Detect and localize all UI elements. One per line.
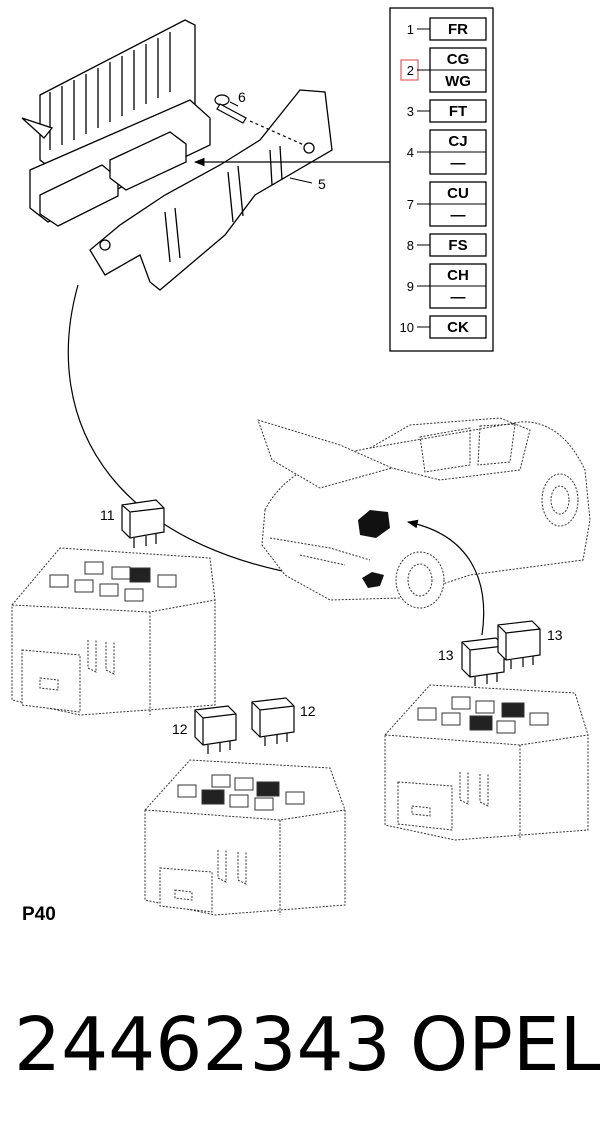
screw-callout: 6 xyxy=(238,89,246,105)
legend-item: 4 CJ — xyxy=(407,129,487,175)
relay-13-right xyxy=(497,620,541,669)
relay-13-left xyxy=(461,637,505,686)
legend-item: 8 FS xyxy=(407,233,487,257)
relay-11 xyxy=(121,499,165,548)
control-unit-drawing xyxy=(21,19,211,227)
legend-item: 2 CG WG xyxy=(400,47,487,93)
callout-leaders-top xyxy=(229,101,313,184)
legend-code: — xyxy=(451,207,466,224)
legend-code: — xyxy=(451,155,466,172)
figure-label: P40 xyxy=(22,904,56,925)
legend-item-number: 10 xyxy=(400,320,414,335)
relay-11-callout: 11 xyxy=(100,507,115,523)
legend-code-box xyxy=(429,315,487,339)
relay-12-right xyxy=(251,697,295,746)
legend-items: 1 FR 2 CG WG 3 FT 4 CJ — 7 CU — 8 FS 9 CH — 10 CK xyxy=(400,17,487,339)
legend-code-box xyxy=(429,17,487,41)
legend-item-number: 3 xyxy=(407,104,414,119)
relay-box-left-sockets xyxy=(49,561,177,602)
unit-to-car-curve xyxy=(67,284,357,586)
legend-item-number: 2 xyxy=(407,63,414,78)
legend-code-box xyxy=(429,99,487,123)
bracket-callout: 5 xyxy=(318,176,326,192)
relay-box-middle-sockets xyxy=(177,774,305,811)
relay-12b-callout: 12 xyxy=(300,703,316,719)
legend-item: 9 CH — xyxy=(407,263,487,309)
relay-12-left xyxy=(194,705,237,754)
legend-code-box xyxy=(429,233,487,257)
legend-item-number: 4 xyxy=(407,145,414,160)
legend-code: CK xyxy=(447,319,469,336)
legend-code: — xyxy=(451,289,466,306)
legend-code: FT xyxy=(449,103,467,120)
legend-code: WG xyxy=(445,73,471,90)
bracket-drawing xyxy=(89,89,333,291)
legend-code: CG xyxy=(447,51,470,68)
brand-name: OPEL xyxy=(410,1002,600,1088)
legend-item: 7 CU — xyxy=(407,181,487,227)
legend-item: 10 CK xyxy=(400,315,487,339)
legend-item: 1 FR xyxy=(407,17,487,41)
car-drawing xyxy=(257,417,591,609)
legend-code: FR xyxy=(448,21,468,38)
relay-12a-callout: 12 xyxy=(172,721,188,737)
relay-box-right-sockets xyxy=(417,696,549,734)
legend-item-number: 1 xyxy=(407,22,414,37)
legend-code: CH xyxy=(447,267,469,284)
legend-code: CJ xyxy=(448,133,467,150)
legend-item: 3 FT xyxy=(407,99,487,123)
legend-code: CU xyxy=(447,185,469,202)
screw-drawing xyxy=(214,94,305,146)
legend-item-number: 9 xyxy=(407,279,414,294)
relay-13b-callout: 13 xyxy=(547,627,563,643)
relay-box-left xyxy=(11,547,216,716)
part-number: 24462343 xyxy=(14,1002,391,1088)
legend-item-number: 8 xyxy=(407,238,414,253)
legend-code: FS xyxy=(448,237,467,254)
relay-13a-callout: 13 xyxy=(438,647,454,663)
legend-item-number: 7 xyxy=(407,197,414,212)
box-to-car-curve xyxy=(406,519,485,636)
car-fuse-box-location xyxy=(358,510,390,588)
